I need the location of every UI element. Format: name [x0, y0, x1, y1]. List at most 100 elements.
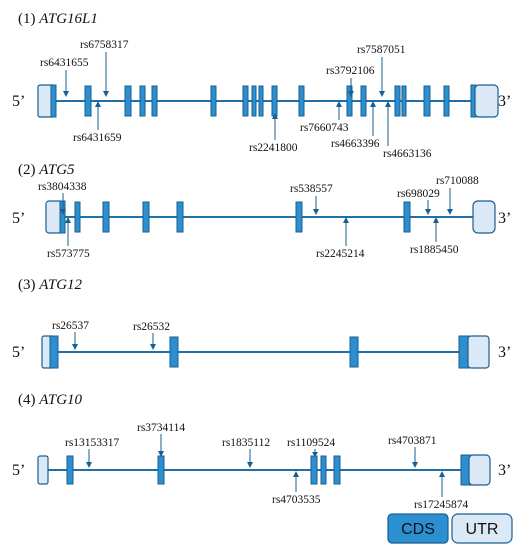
exon	[298, 85, 305, 117]
snp-label: rs4703871	[388, 435, 437, 447]
three-prime-label: 3’	[498, 462, 511, 479]
exon	[251, 85, 257, 117]
snp-arrowhead	[343, 217, 349, 223]
exon	[151, 85, 158, 117]
snp-arrowhead	[103, 91, 109, 97]
snp-arrowhead	[313, 209, 319, 215]
gene-name: ATG10	[38, 392, 82, 408]
exon	[50, 84, 57, 118]
utr-3-box	[472, 200, 496, 234]
gene-name: ATG16L1	[38, 11, 98, 27]
snp-label: rs13153317	[65, 437, 120, 449]
snp-arrowhead	[293, 471, 299, 477]
legend-cds-swatch	[387, 513, 449, 544]
legend-utr-label: UTR	[466, 521, 499, 538]
snp-label: rs6431655	[40, 57, 89, 69]
three-prime-label: 3’	[498, 93, 511, 110]
snp-arrowhead	[412, 462, 418, 468]
snp-label: rs7587051	[357, 44, 406, 56]
exon	[349, 336, 359, 368]
exon	[66, 455, 74, 485]
five-prime-label: 5’	[12, 344, 25, 361]
exon	[210, 85, 217, 117]
snp-arrowhead	[385, 101, 391, 107]
exon	[310, 455, 318, 485]
three-prime-label: 3’	[498, 344, 511, 361]
exon	[394, 85, 401, 117]
exon	[49, 335, 59, 369]
exon	[271, 85, 278, 117]
legend-cds-label: CDS	[401, 521, 435, 538]
panel-title: (2) ATG5	[18, 162, 75, 178]
exon	[403, 201, 411, 233]
exon	[169, 336, 179, 368]
exon	[139, 85, 146, 117]
snp-arrowhead	[336, 101, 342, 107]
panel-atg5: (2) ATG5 5’ 3’ rs3804338 rs573775 rs5385…	[12, 162, 511, 260]
panel-title: (1) ATG16L1	[18, 11, 98, 27]
snp-arrowhead	[425, 209, 431, 215]
exon	[102, 201, 110, 233]
snp-label: rs7660743	[300, 122, 349, 134]
snp-arrowhead	[86, 462, 92, 468]
snp-label: rs3804338	[38, 181, 87, 193]
snp-arrowhead	[433, 217, 439, 223]
snp-arrowhead	[150, 344, 156, 350]
snp-label: rs3734114	[137, 422, 185, 434]
utr-5-box	[37, 455, 49, 485]
snp-label: rs2245214	[316, 248, 365, 260]
gene-name: ATG12	[38, 277, 82, 293]
panel-atg16l1: (1) ATG16L1 5’ 3’ rs6431655 rs6758317 rs…	[12, 11, 511, 160]
snp-arrowhead	[95, 101, 101, 107]
exon	[242, 85, 249, 117]
gene-name: ATG5	[38, 162, 75, 178]
legend-utr-swatch	[451, 513, 513, 544]
exon	[84, 85, 92, 117]
exon	[333, 455, 341, 485]
snp-label: rs4663136	[383, 148, 432, 160]
utr-3-box	[474, 84, 499, 118]
snp-arrowhead	[348, 91, 354, 97]
exon	[346, 85, 353, 117]
snp-arrowhead	[72, 344, 78, 350]
snp-label: rs26537	[52, 320, 89, 332]
exon	[295, 201, 303, 233]
snp-arrowhead	[447, 209, 453, 215]
exon	[142, 201, 150, 233]
snp-label: rs26532	[133, 321, 170, 333]
snp-arrowhead	[158, 451, 164, 457]
five-prime-label: 5’	[12, 462, 25, 479]
legend: CDS UTR	[387, 513, 513, 544]
exon	[124, 85, 132, 117]
snp-label: rs698029	[397, 188, 440, 200]
exon	[157, 455, 165, 485]
snp-arrowhead	[65, 217, 71, 223]
exon	[360, 85, 367, 117]
snp-label: rs3792106	[326, 65, 375, 77]
snp-label: rs2241800	[249, 142, 298, 154]
snp-label: rs710088	[436, 175, 479, 187]
snp-label: rs4703535	[272, 494, 321, 506]
exon	[423, 85, 431, 117]
exon	[176, 201, 184, 233]
snp-label: rs6431659	[73, 132, 122, 144]
snp-label: rs538557	[290, 183, 333, 195]
panel-atg10: (4) ATG10 5’ 3’ rs13153317 rs3734114 rs1…	[12, 392, 511, 511]
utr-3-box	[467, 335, 490, 369]
exon	[258, 85, 264, 117]
exon	[401, 85, 407, 117]
snp-label: rs17245874	[414, 499, 469, 511]
panel-atg12: (3) ATG12 5’ 3’ rs26537 rs26532	[12, 277, 511, 369]
snp-label: rs1885450	[410, 244, 459, 256]
three-prime-label: 3’	[498, 210, 511, 227]
snp-arrowhead	[439, 471, 445, 477]
snp-arrowhead	[60, 209, 66, 215]
exon	[74, 201, 81, 233]
snp-arrowhead	[370, 101, 376, 107]
snp-arrowhead	[272, 113, 278, 119]
snp-label: rs1109524	[287, 437, 335, 449]
utr-3-box	[468, 454, 491, 486]
panel-title: (4) ATG10	[18, 392, 83, 408]
panel-title: (3) ATG12	[18, 277, 83, 293]
